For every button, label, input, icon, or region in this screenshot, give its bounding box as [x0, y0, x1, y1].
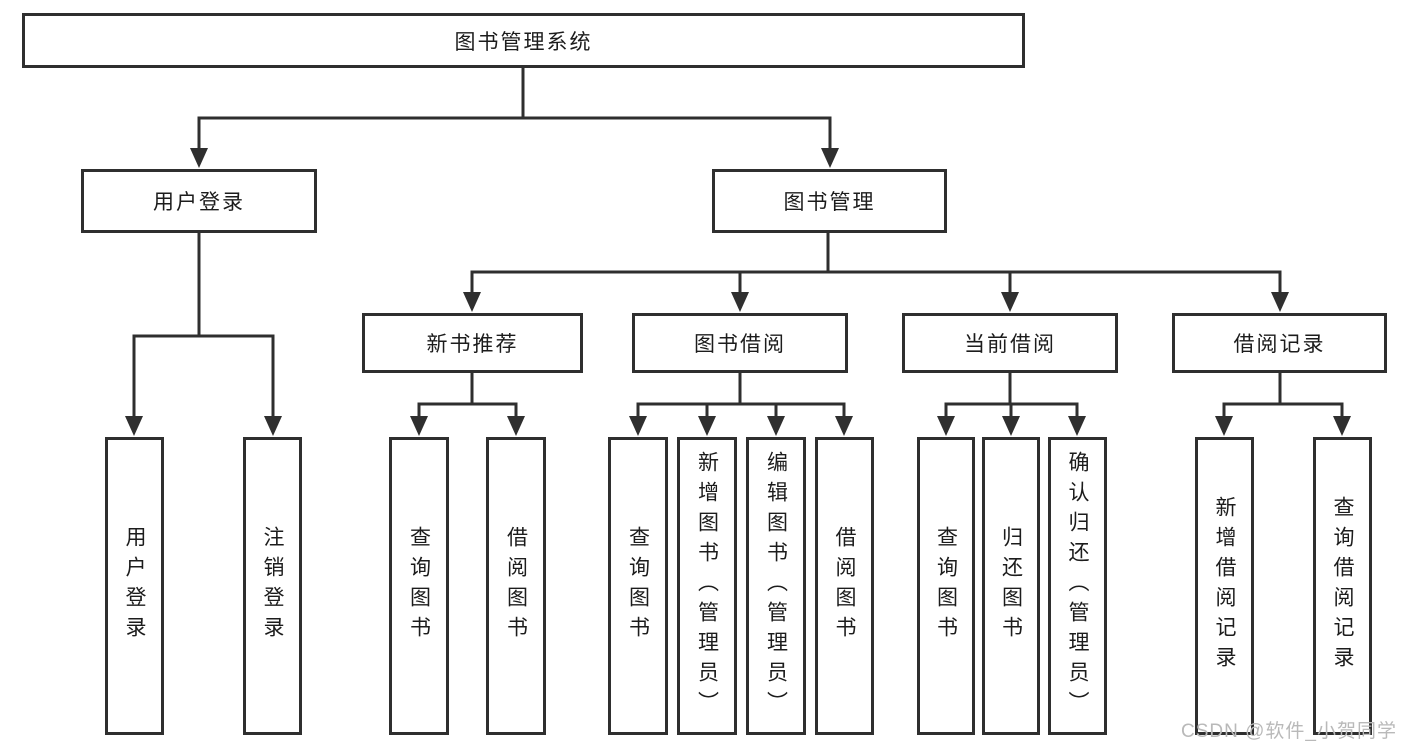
leaf-query-books-current: 查询图书	[917, 437, 975, 735]
leaf-query-books-current-label: 查询图书	[934, 526, 958, 646]
leaf-query-books-recommend-label: 查询图书	[407, 526, 431, 646]
leaf-add-borrow-record: 新增借阅记录	[1195, 437, 1254, 735]
leaf-logout-label: 注销登录	[261, 526, 284, 646]
leaf-user-login: 用户登录	[105, 437, 164, 735]
leaf-query-books-borrow-label: 查询图书	[626, 526, 650, 646]
node-user-login: 用户登录	[81, 169, 317, 233]
leaf-logout: 注销登录	[243, 437, 302, 735]
leaf-edit-book-admin: 编辑图书（管理员）	[746, 437, 806, 735]
leaf-borrow-books-recommend-label: 借阅图书	[504, 526, 528, 646]
node-book-management: 图书管理	[712, 169, 947, 233]
node-root-label: 图书管理系统	[454, 30, 593, 54]
leaf-query-borrow-record-label: 查询借阅记录	[1331, 496, 1354, 676]
leaf-confirm-return-admin-label: 确认归还（管理员）	[1066, 451, 1089, 721]
leaf-edit-book-admin-label: 编辑图书（管理员）	[764, 451, 788, 721]
leaf-confirm-return-admin: 确认归还（管理员）	[1048, 437, 1107, 735]
leaf-borrow-books-label: 借阅图书	[833, 526, 856, 646]
leaf-user-login-label: 用户登录	[123, 526, 146, 646]
node-current-borrow: 当前借阅	[902, 313, 1118, 373]
leaf-return-book: 归还图书	[982, 437, 1040, 735]
node-new-book-recommend-label: 新书推荐	[426, 333, 519, 356]
node-new-book-recommend: 新书推荐	[362, 313, 583, 373]
leaf-add-book-admin: 新增图书（管理员）	[677, 437, 737, 735]
leaf-query-books-recommend: 查询图书	[389, 437, 449, 735]
leaf-borrow-books: 借阅图书	[815, 437, 874, 735]
node-user-login-label: 用户登录	[153, 191, 245, 214]
node-borrow-records: 借阅记录	[1172, 313, 1387, 373]
leaf-add-book-admin-label: 新增图书（管理员）	[695, 451, 719, 721]
node-borrow-records-label: 借阅记录	[1233, 333, 1326, 356]
leaf-borrow-books-recommend: 借阅图书	[486, 437, 546, 735]
node-book-management-label: 图书管理	[783, 191, 876, 214]
leaf-query-books-borrow: 查询图书	[608, 437, 668, 735]
node-root: 图书管理系统	[22, 13, 1025, 68]
leaf-query-borrow-record: 查询借阅记录	[1313, 437, 1372, 735]
node-book-borrow: 图书借阅	[632, 313, 848, 373]
node-book-borrow-label: 图书借阅	[694, 333, 786, 356]
leaf-return-book-label: 归还图书	[999, 526, 1023, 646]
arrowheads	[125, 148, 1351, 436]
node-current-borrow-label: 当前借阅	[964, 333, 1056, 356]
leaf-add-borrow-record-label: 新增借阅记录	[1213, 496, 1236, 676]
